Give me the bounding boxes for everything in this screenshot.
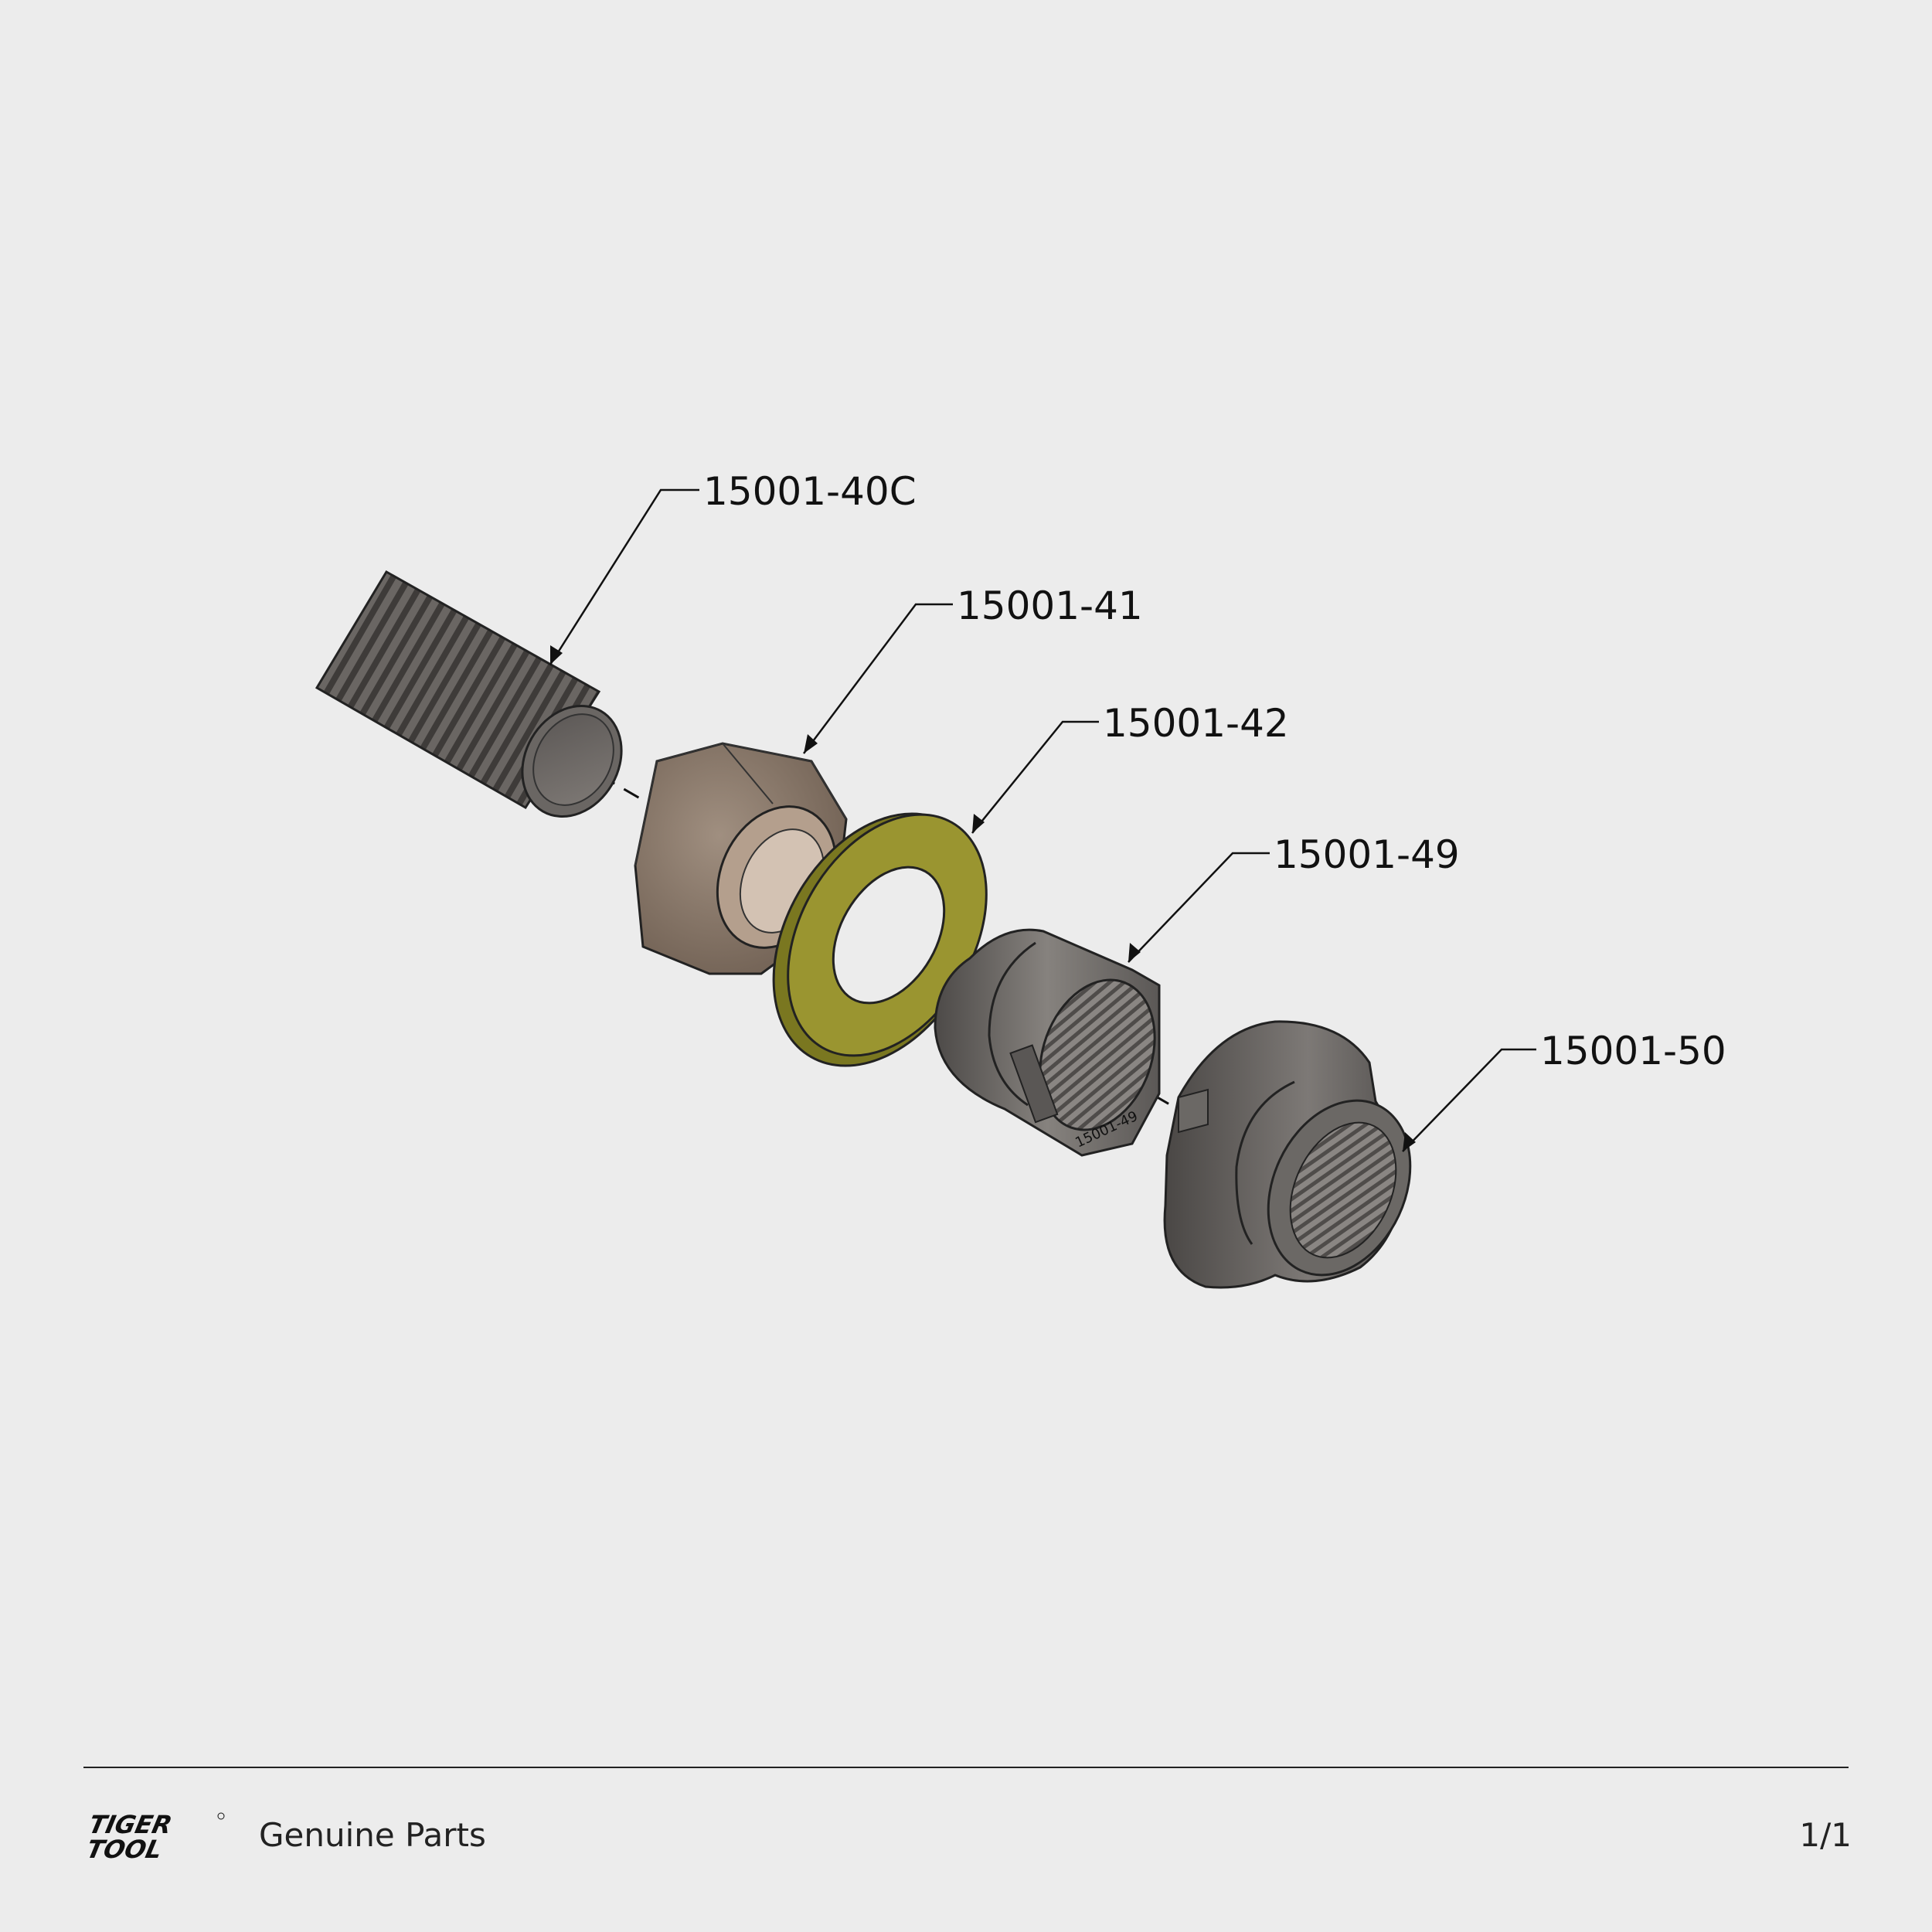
callout-label-washer: 15001-42 — [1103, 701, 1289, 746]
leader-hex-nut — [803, 603, 953, 754]
callout-label-flange-sleeve: 15001-50 — [1540, 1029, 1726, 1073]
stud-part — [315, 570, 623, 818]
bushing-part: 15001-49 — [934, 928, 1161, 1157]
leader-flange-sleeve — [1402, 1048, 1536, 1152]
footer-brand-text: Genuine Parts — [259, 1816, 486, 1854]
leader-washer — [971, 720, 1099, 834]
logo-line1: TIGER — [87, 1810, 175, 1839]
callout-label-stud: 15001-40C — [703, 469, 917, 514]
washer-part — [772, 812, 988, 1067]
leader-stud — [549, 488, 699, 665]
callout-label-bushing: 15001-49 — [1274, 832, 1460, 877]
leader-lines — [549, 488, 1536, 1152]
registered-mark-icon — [217, 1812, 225, 1820]
footer-divider — [83, 1767, 1849, 1768]
leader-bushing — [1128, 852, 1270, 963]
logo-line2: TOOL — [84, 1835, 165, 1862]
callout-label-hex-nut: 15001-41 — [957, 583, 1143, 628]
tiger-tool-logo: TIGER TOOL — [84, 1810, 225, 1862]
page-number: 1/1 — [1799, 1816, 1852, 1854]
flange-sleeve-part — [1163, 1020, 1412, 1289]
leader-arrowheads — [550, 645, 1416, 1151]
